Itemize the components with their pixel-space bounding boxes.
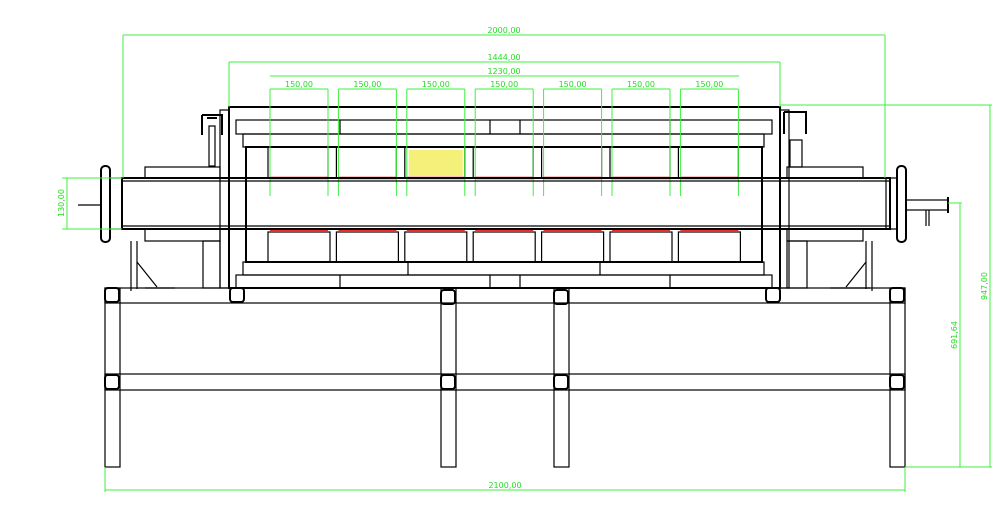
highlighted-zone-fill <box>408 150 463 176</box>
dim-zone-width: 150,00 <box>559 80 587 89</box>
dimension-lines <box>62 34 992 492</box>
dim-zone-width: 150,00 <box>490 80 518 89</box>
dim-total-height: 947,00 <box>980 272 989 300</box>
dim-tube-axis-height: 691,64 <box>950 321 959 349</box>
dim-zone-width: 150,00 <box>422 80 450 89</box>
support-frame <box>104 287 906 468</box>
dim-zone-width: 150,00 <box>285 80 313 89</box>
dim-body-width: 1444,00 <box>487 53 520 62</box>
right-flange <box>896 165 907 243</box>
end-supports <box>130 109 873 291</box>
heating-zone <box>404 88 468 263</box>
dim-zone-width: 150,00 <box>627 80 655 89</box>
heating-zone <box>540 88 605 263</box>
heating-zone <box>335 88 399 263</box>
process-tube <box>78 165 949 243</box>
dim-zone-width: 150,00 <box>353 80 381 89</box>
furnace-body <box>228 106 781 289</box>
heating-zone <box>677 88 742 263</box>
dim-heated-length: 1230,00 <box>487 67 520 76</box>
heating-zone <box>472 88 536 263</box>
dim-zone-width: 150,00 <box>695 80 723 89</box>
heating-zones <box>267 88 742 263</box>
gas-outlet-pipe <box>905 199 949 211</box>
dim-tube-diameter: 130,00 <box>57 189 66 217</box>
heating-zone <box>609 88 673 263</box>
dim-overall-width: 2000,00 <box>487 26 520 35</box>
dimension-labels: 2000,00 1444,00 1230,00 130,00 947,00 69… <box>57 26 989 490</box>
left-flange <box>100 165 111 243</box>
dim-frame-width: 2100,00 <box>488 481 521 490</box>
heating-zone <box>267 88 331 263</box>
